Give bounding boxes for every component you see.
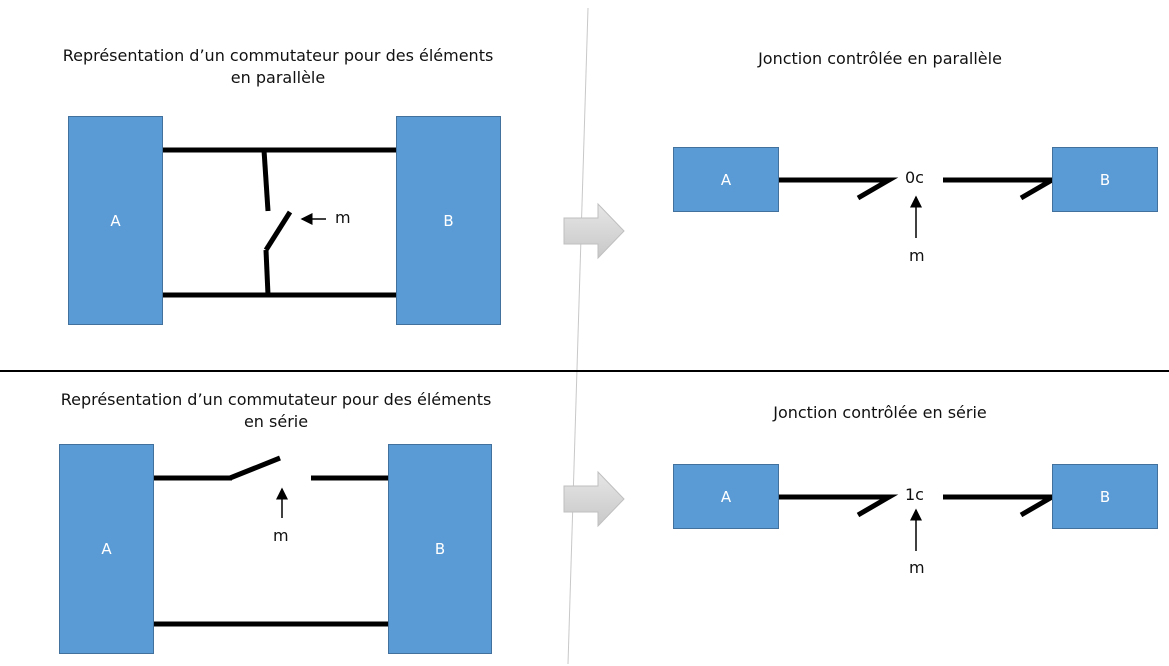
switch-blade xyxy=(263,210,293,252)
box-label: A xyxy=(720,170,732,189)
box-label: A xyxy=(720,487,732,506)
switch-upper-lead xyxy=(261,149,271,212)
title-line: en parallèle xyxy=(230,68,326,87)
series-junction-title: Jonction contrôlée en série xyxy=(773,403,987,422)
bond-a-to-junction xyxy=(779,494,899,518)
bond-junction-to-b xyxy=(943,177,1062,201)
element-b-box: B xyxy=(388,444,492,654)
control-label: m xyxy=(909,558,925,577)
box-label: B xyxy=(434,540,446,558)
control-label: m xyxy=(909,246,925,265)
element-a-box: A xyxy=(68,116,163,325)
title-line: Représentation d’un commutateur pour des… xyxy=(60,390,492,409)
element-b-box: B xyxy=(1052,464,1158,529)
box-label: A xyxy=(101,540,112,558)
junction-label: 1c xyxy=(905,485,924,504)
junction-label: 0c xyxy=(905,168,924,187)
element-a-box: A xyxy=(673,464,779,529)
box-label: B xyxy=(1099,487,1111,506)
element-a-box: A xyxy=(673,147,779,212)
element-b-box: B xyxy=(396,116,501,325)
control-label: m xyxy=(335,208,351,227)
series-switch-title: Représentation d’un commutateur pour des… xyxy=(26,389,526,433)
box-label: A xyxy=(110,211,121,230)
parallel-switch-title: Représentation d’un commutateur pour des… xyxy=(28,45,528,89)
bond-junction-to-b xyxy=(943,494,1062,518)
element-b-box: B xyxy=(1052,147,1158,212)
control-label: m xyxy=(273,526,289,545)
vertical-divider xyxy=(567,7,589,665)
series-switch-blade xyxy=(229,455,281,481)
title-line: Représentation d’un commutateur pour des… xyxy=(62,46,494,65)
bond-a-to-junction xyxy=(779,177,899,201)
parallel-junction-title: Jonction contrôlée en parallèle xyxy=(758,49,1002,68)
transition-arrow-icon xyxy=(563,470,625,528)
box-label: B xyxy=(1099,170,1111,189)
switch-lower-lead xyxy=(263,249,271,296)
transition-arrow-icon xyxy=(563,202,625,260)
element-a-box: A xyxy=(59,444,154,654)
box-label: B xyxy=(443,211,454,230)
title-line: en série xyxy=(243,412,309,431)
